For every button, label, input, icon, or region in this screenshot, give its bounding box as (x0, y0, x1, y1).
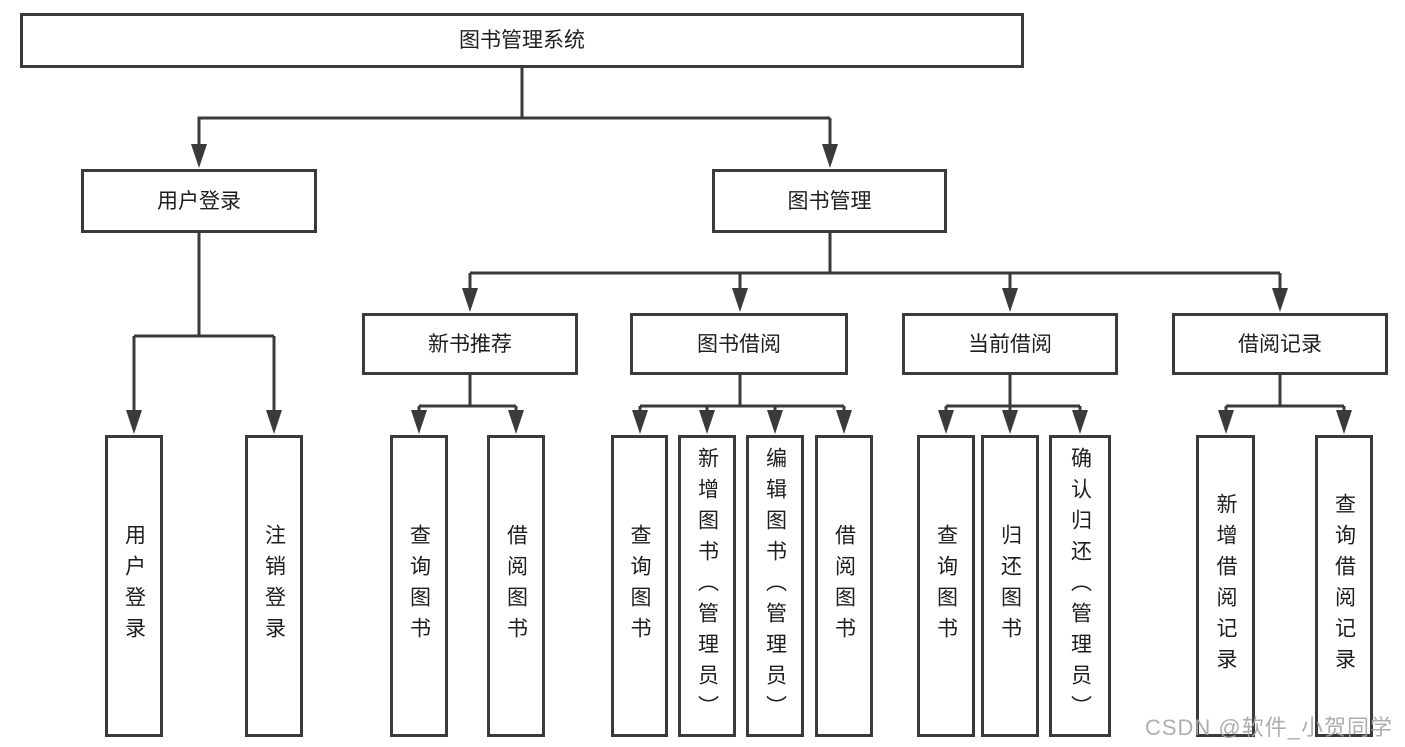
csdn-watermark: CSDN @软件_小贺同学 (1144, 715, 1393, 740)
leaf-confirm-return-admin: 确认归还（管理员） (1049, 435, 1111, 737)
connectors-records-to-leaves (1218, 375, 1352, 434)
leaf-user-login: 用户登录 (105, 435, 163, 737)
connectors-current-to-leaves (938, 375, 1088, 434)
leaf-label: 查询图书 (628, 524, 651, 648)
node-label: 图书管理 (787, 189, 872, 213)
leaf-query-books-recommend: 查询图书 (390, 435, 448, 737)
leaf-add-books-admin: 新增图书（管理员） (678, 435, 736, 737)
connectors-recommend-to-leaves (411, 375, 524, 434)
leaf-label: 确认归还（管理员） (1068, 446, 1092, 726)
leaf-query-books-borrowing: 查询图书 (611, 435, 668, 737)
node-book-management: 图书管理 (712, 169, 947, 233)
connectors-login-to-leaves (126, 233, 282, 434)
node-new-book-recommendation: 新书推荐 (362, 313, 578, 375)
leaf-label: 查询图书 (934, 524, 958, 648)
node-label: 图书借阅 (697, 332, 781, 356)
leaf-borrow-books: 借阅图书 (815, 435, 873, 737)
leaf-return-books: 归还图书 (981, 435, 1039, 737)
leaf-query-books-current: 查询图书 (917, 435, 975, 737)
node-book-borrowing: 图书借阅 (630, 313, 848, 375)
leaf-label: 查询图书 (407, 524, 431, 648)
node-library-management-system: 图书管理系统 (20, 13, 1024, 68)
connectors-mgmt-to-level3 (462, 233, 1288, 312)
leaf-label: 用户登录 (122, 524, 146, 648)
node-borrowing-records: 借阅记录 (1172, 313, 1388, 375)
connectors-root-to-level2 (191, 68, 838, 168)
node-label: 用户登录 (157, 189, 241, 213)
leaf-label: 借阅图书 (832, 524, 856, 648)
leaf-add-borrow-record: 新增借阅记录 (1196, 435, 1255, 737)
node-label: 新书推荐 (428, 332, 512, 356)
leaf-label: 借阅图书 (504, 524, 528, 648)
leaf-label: 新增图书（管理员） (695, 446, 719, 726)
leaf-label: 归还图书 (998, 524, 1022, 648)
leaf-label: 查询借阅记录 (1332, 493, 1356, 679)
leaf-label: 注销登录 (262, 524, 286, 648)
leaf-logout: 注销登录 (245, 435, 303, 737)
node-label: 图书管理系统 (459, 29, 585, 52)
node-label: 当前借阅 (968, 332, 1052, 356)
leaf-edit-books-admin: 编辑图书（管理员） (746, 435, 804, 737)
node-user-login: 用户登录 (81, 169, 317, 233)
node-current-borrowing: 当前借阅 (902, 313, 1118, 375)
leaf-query-borrow-record: 查询借阅记录 (1315, 435, 1373, 737)
leaf-borrow-books-recommend: 借阅图书 (487, 435, 545, 737)
connectors-borrowing-to-leaves (632, 375, 852, 434)
leaf-label: 编辑图书（管理员） (763, 446, 787, 726)
node-label: 借阅记录 (1238, 332, 1322, 356)
leaf-label: 新增借阅记录 (1214, 493, 1237, 679)
